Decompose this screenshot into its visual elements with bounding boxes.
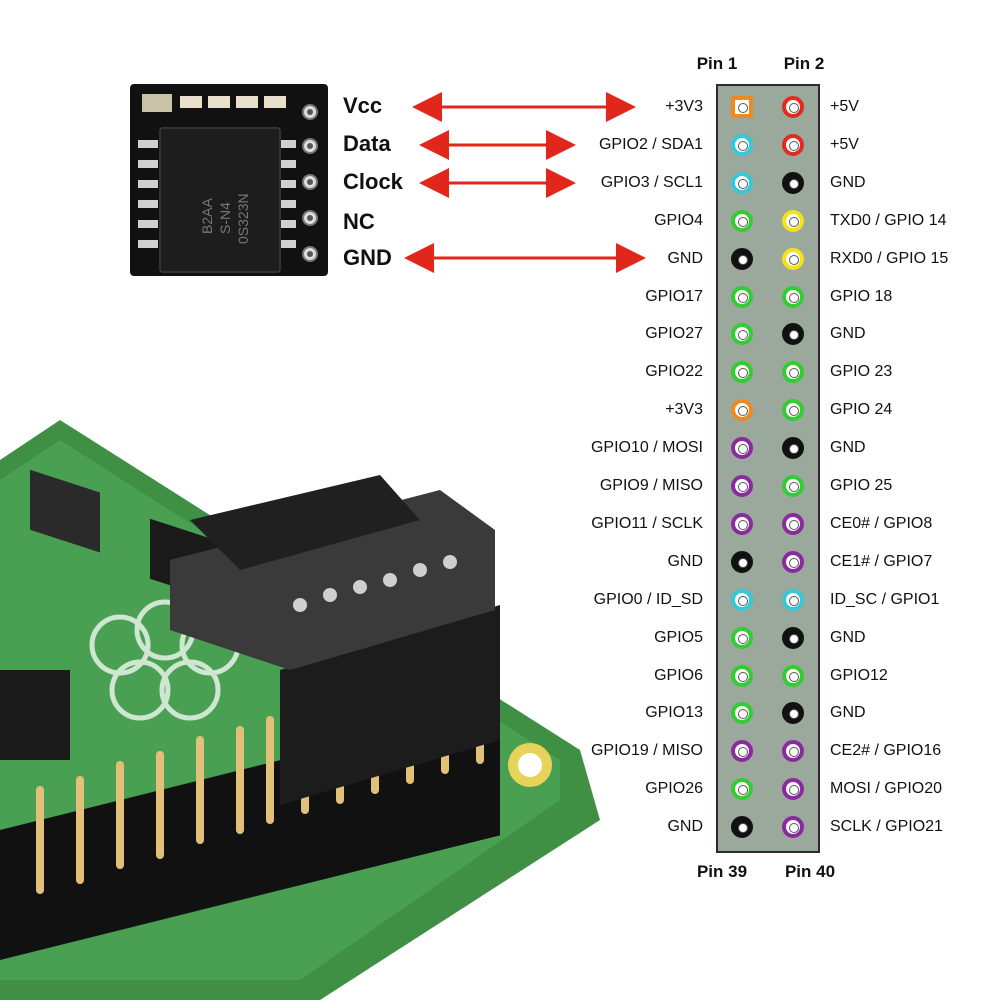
signal-label-clock: Clock <box>343 169 403 194</box>
pin-33-dot <box>731 702 753 725</box>
pin-6-dot <box>782 171 804 194</box>
chip-marking-1: 0S323N <box>235 193 251 244</box>
signal-label-nc: NC <box>343 209 375 234</box>
pin-3-label: GPIO2 / SDA1 <box>598 135 703 153</box>
pin-13-label: GPIO27 <box>645 325 703 343</box>
rtc-module-image: 0S323N S-N4 B2AA <box>130 84 328 276</box>
pin-10-label: RXD0 / GPIO 15 <box>830 249 949 267</box>
pin-15-dot <box>731 361 753 384</box>
pin-39-dot <box>731 816 753 839</box>
pin-5-label: GPIO3 / SCL1 <box>600 173 703 191</box>
gpio-header-strip <box>716 84 820 853</box>
signal-label-data: Data <box>343 131 391 156</box>
pin-38-dot <box>782 778 804 801</box>
pin-9-label: GND <box>667 249 703 267</box>
pin40-title: Pin 40 <box>784 862 836 881</box>
pin-27-dot <box>731 588 753 611</box>
pin-6-label: GND <box>830 173 866 191</box>
pin-24-label: CE0# / GPIO8 <box>830 514 933 532</box>
pin-30-label: GND <box>830 628 866 646</box>
pin-15-label: GPIO22 <box>645 363 703 381</box>
pin-24-dot <box>782 512 804 535</box>
pin-1-dot <box>731 96 753 118</box>
pin-22-label: GPIO 25 <box>830 477 893 494</box>
pin-10-dot <box>782 247 804 270</box>
connection-arrows <box>404 92 646 273</box>
pin-38-label: MOSI / GPIO20 <box>830 780 943 798</box>
pin39-title: Pin 39 <box>696 862 748 881</box>
pin-21-label: GPIO9 / MISO <box>599 477 703 494</box>
pin-39-label: GND <box>667 818 703 836</box>
pin-31-dot <box>731 664 753 687</box>
pin-14-label: GND <box>830 325 866 343</box>
pin-35-dot <box>731 740 753 763</box>
pin-1-label: +3V3 <box>665 98 703 115</box>
signal-label-vcc: Vcc <box>343 93 383 118</box>
pin-28-label: ID_SC / GPIO1 <box>830 590 940 608</box>
pin-32-label: GPIO12 <box>830 666 888 684</box>
pin-7-dot <box>731 209 753 232</box>
pin-29-label: GPIO5 <box>654 628 703 646</box>
pin-4-label: +5V <box>830 135 859 153</box>
pin2-title: Pin 2 <box>783 54 825 73</box>
pin-34-dot <box>782 702 804 725</box>
pin-33-label: GPIO13 <box>645 704 703 722</box>
signal-label-gnd: GND <box>343 245 392 270</box>
pin-3-dot <box>731 133 753 156</box>
pin-4-dot <box>782 133 804 156</box>
pin-11-dot <box>731 285 753 308</box>
pin-9-dot <box>731 247 753 270</box>
pin-2-dot <box>782 96 804 118</box>
pin-7-label: GPIO4 <box>654 211 703 229</box>
pin-20-dot <box>782 437 804 460</box>
pin-5-dot <box>731 171 753 194</box>
pin-32-dot <box>782 664 804 687</box>
pin-22-dot <box>782 475 804 497</box>
pin-8-dot <box>782 209 804 232</box>
pin-12-label: GPIO 18 <box>830 287 893 305</box>
pin-19-label: GPIO10 / MOSI <box>590 439 703 457</box>
pin-21-dot <box>731 475 753 497</box>
pin-18-label: GPIO 24 <box>830 401 893 419</box>
pin-26-label: CE1# / GPIO7 <box>830 552 933 570</box>
pin-34-label: GND <box>830 704 866 722</box>
pin-26-dot <box>782 550 804 573</box>
pin-16-label: GPIO 23 <box>830 363 893 381</box>
pin-37-dot <box>731 778 753 801</box>
pin-35-label: GPIO19 / MISO <box>590 742 703 760</box>
pin-29-dot <box>731 626 753 649</box>
pin-28-dot <box>782 588 804 611</box>
pin-20-label: GND <box>830 439 866 457</box>
pin-36-dot <box>782 740 804 763</box>
pin-25-dot <box>731 550 753 573</box>
pin-40-dot <box>782 816 804 839</box>
pin-16-dot <box>782 361 804 384</box>
pin-37-label: GPIO26 <box>645 780 703 798</box>
pin-25-label: GND <box>667 552 703 570</box>
pin-14-dot <box>782 323 804 346</box>
chip-marking-2: S-N4 <box>217 202 233 234</box>
pin-8-label: TXD0 / GPIO 14 <box>830 211 947 229</box>
pin-11-label: GPIO17 <box>645 287 703 305</box>
pin1-title: Pin 1 <box>696 54 738 73</box>
raspberry-pi-board-image <box>0 420 600 1000</box>
pin-2-label: +5V <box>830 98 859 115</box>
pin-17-label: +3V3 <box>665 401 703 419</box>
pin-40-label: SCLK / GPIO21 <box>830 818 943 836</box>
pin-12-dot <box>782 285 804 308</box>
pin-31-label: GPIO6 <box>654 666 703 684</box>
pin-13-dot <box>731 323 753 346</box>
pin-18-dot <box>782 399 804 422</box>
pin-36-label: CE2# / GPIO16 <box>830 742 942 760</box>
pin-17-dot <box>731 399 753 422</box>
pin-23-label: GPIO11 / SCLK <box>591 514 703 532</box>
pin-23-dot <box>731 512 753 535</box>
pin-27-label: GPIO0 / ID_SD <box>593 590 703 608</box>
pin-19-dot <box>731 437 753 460</box>
pin-30-dot <box>782 626 804 649</box>
chip-marking-3: B2AA <box>199 198 215 234</box>
